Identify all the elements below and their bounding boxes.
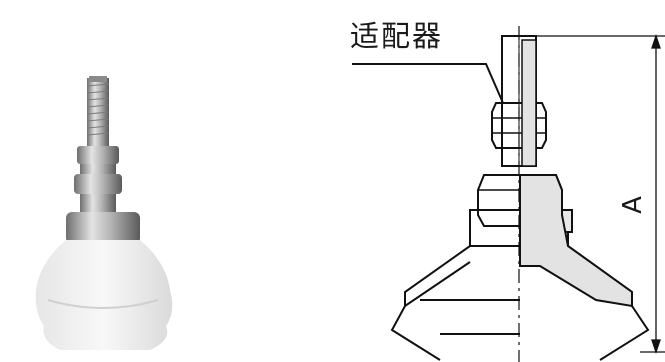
dimension-a <box>536 33 665 355</box>
adapter-label: 适配器 <box>350 19 444 53</box>
adapter-leader-line <box>352 63 504 104</box>
dimension-a-label: A <box>618 196 648 214</box>
